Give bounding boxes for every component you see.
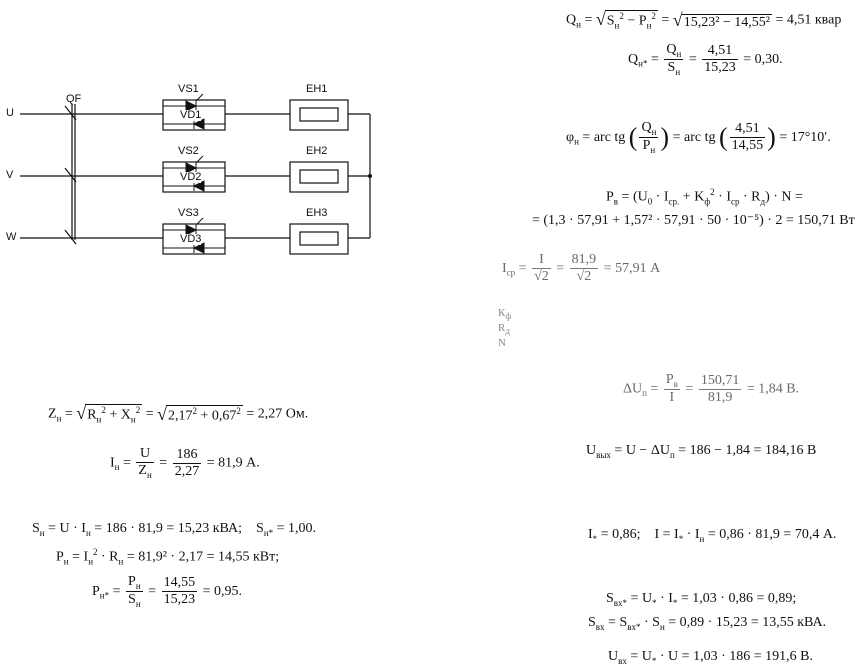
ghost-rd: Rд bbox=[498, 322, 510, 337]
formula-svx-line1: Sвх* = U* · I* = 1,03 · 0,86 = 0,89; bbox=[606, 591, 797, 608]
formula-pv-line1: Pв = (U0 · Iср. + Kф2 · Iср · Rд) · N = bbox=[606, 187, 803, 207]
circuit-diagram bbox=[20, 93, 372, 255]
formula-sn: Sн = U · Iн = 186 · 81,9 = 15,23 кВА; Sн… bbox=[32, 521, 317, 538]
formula-icp: Iср = I√2 = 81,9√2 = 57,91 А bbox=[502, 252, 661, 285]
ghost-kf: Кф bbox=[498, 307, 512, 322]
formula-uvyx: Uвых = U − ΔUп = 186 − 1,84 = 184,16 В bbox=[586, 443, 817, 460]
thyristor-label-1: VS1 bbox=[178, 83, 199, 95]
formula-qn: Qн = √Sн2 − Pн2 = √15,23² − 14,55² = 4,5… bbox=[566, 9, 842, 31]
formula-uvx: Uвх = U* · U = 1,03 · 186 = 191,6 В. bbox=[608, 649, 813, 666]
phase-label-u: U bbox=[6, 107, 14, 119]
diode-label-2: VD2 bbox=[180, 171, 202, 183]
breaker-label: QF bbox=[66, 93, 82, 105]
heater-label-3: EH3 bbox=[306, 207, 328, 219]
heater-label-2: EH2 bbox=[306, 145, 328, 157]
formula-pn: Pн = Iн2 · Rн = 81,9² · 2,17 = 14,55 кВт… bbox=[56, 547, 280, 567]
thyristor-label-3: VS3 bbox=[178, 207, 199, 219]
heater-label-1: EH1 bbox=[306, 83, 328, 95]
diode-label-1: VD1 bbox=[180, 109, 202, 121]
formula-svx-line2: Sвх = Sвх* · Sн = 0,89 · 15,23 = 13,55 к… bbox=[588, 615, 827, 632]
formula-istar: I* = 0,86; I = I* · Iн = 0,86 · 81,9 = 7… bbox=[588, 527, 837, 544]
phase-label-w: W bbox=[6, 231, 17, 243]
formula-zn: Zн = √Rн2 + Xн2 = √2,172 + 0,672 = 2,27 … bbox=[48, 403, 309, 425]
diode-label-3: VD3 bbox=[180, 233, 202, 245]
ghost-n: N bbox=[498, 337, 506, 349]
formula-pv-line2: = (1,3 · 57,91 + 1,57² · 57,91 · 50 · 10… bbox=[532, 213, 855, 228]
thyristor-label-2: VS2 bbox=[178, 145, 199, 157]
phase-label-v: V bbox=[6, 169, 14, 181]
